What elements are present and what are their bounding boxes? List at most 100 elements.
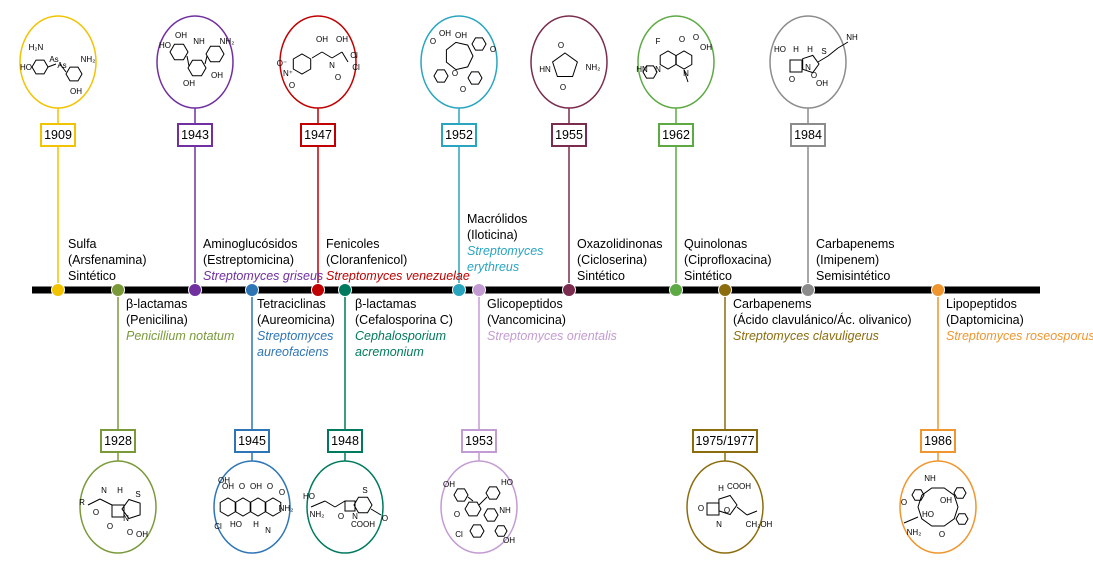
event-text-line: (Estreptomicina) (203, 253, 294, 267)
event-text-line: Quinolonas (684, 237, 748, 251)
atom-label: OH (183, 79, 195, 88)
ring-bond (642, 65, 658, 79)
event-organism-line: Streptomyces (467, 244, 544, 258)
atom-label: H₂N (29, 43, 44, 52)
bond (341, 51, 349, 63)
event-organism-line: Cephalosporium (355, 329, 447, 343)
year-box-e1948: 1948 (327, 429, 363, 453)
event-text-line: Aminoglucósidos (203, 237, 298, 251)
timeline-dot-e1953 (472, 283, 486, 297)
ring-bond (433, 69, 449, 83)
event-text-line: (Iloticina) (467, 228, 518, 242)
event-organism-line: Streptomyces roseosporus (946, 329, 1093, 343)
ring-bond (802, 54, 820, 74)
atom-label: O (679, 35, 685, 44)
event-text-line: β-lactamas (126, 297, 188, 311)
atom-label: O (452, 69, 458, 78)
ring-bond (169, 43, 189, 61)
ring-bond (469, 524, 485, 538)
event-text-line: Tetraciclinas (257, 297, 326, 311)
atom-label: S (135, 490, 140, 499)
event-label-e1909: Sulfa(Arsfenamina)Sintético (68, 236, 147, 284)
event-label-e1962: Quinolonas(Ciprofloxacina)Sintético (684, 236, 772, 284)
event-organism-line: Streptomyces (257, 329, 334, 343)
bond (59, 63, 67, 73)
atom-label: O (490, 45, 496, 54)
event-text-line: Sintético (684, 269, 732, 283)
ring-bond (445, 41, 474, 71)
atom-label: H (793, 45, 799, 54)
event-text-line: β-lactamas (355, 297, 417, 311)
atom-label: NH₂ (310, 510, 325, 519)
bond (204, 55, 208, 65)
ring-bond (494, 525, 508, 537)
atom-label: NH (193, 37, 205, 46)
event-organism-line: acremonium (355, 345, 424, 359)
bond (324, 500, 336, 508)
year-box-e1947: 1947 (300, 123, 336, 147)
atom-label: OH (700, 43, 712, 52)
timeline-dot-e1943 (188, 283, 202, 297)
atom-label: OH (503, 536, 515, 545)
ring-bond (675, 50, 693, 70)
atom-label: O (693, 33, 699, 42)
atom-label: O (335, 73, 341, 82)
ring-bond (453, 488, 469, 502)
ring-bond (955, 513, 969, 525)
timeline-dot-e1909 (51, 283, 65, 297)
year-box-e1952: 1952 (441, 123, 477, 147)
bond (321, 51, 333, 59)
event-label-e1955: Oxazolidinonas(Cicloserina)Sintético (577, 236, 662, 284)
molecule-frame-e1984 (769, 15, 847, 109)
year-box-e1909: 1909 (40, 123, 76, 147)
atom-label: OH (443, 480, 455, 489)
atom-label: OH (816, 79, 828, 88)
timeline-dot-e1962 (669, 283, 683, 297)
bond (186, 55, 190, 67)
atom-label: O (382, 514, 388, 523)
atom-label: NH₂ (586, 63, 601, 72)
year-box-e1955: 1955 (551, 123, 587, 147)
event-text-line: (Penicilina) (126, 313, 188, 327)
bond (817, 55, 829, 63)
atom-label: OH (439, 29, 451, 38)
molecule-frame-e1952 (420, 15, 498, 109)
atom-label: Cl (214, 522, 222, 531)
event-label-e1948: β-lactamas(Cefalosporina C)Cephalosporiu… (355, 296, 453, 360)
timeline-dot-e1945 (245, 283, 259, 297)
atom-label: N (655, 65, 661, 74)
atom-label: F (656, 37, 661, 46)
molecule-frame-e1975 (686, 460, 764, 554)
atom-label: NH₂ (81, 55, 96, 64)
atom-label: O (901, 498, 907, 507)
atom-label: Cl (455, 530, 463, 539)
atom-label: O (289, 81, 295, 90)
atom-label: OH (218, 476, 230, 485)
atom-label: S (362, 486, 367, 495)
atom-label: OH (222, 482, 234, 491)
atom-label: O (454, 510, 460, 519)
atom-label: COOH (351, 520, 375, 529)
bond (736, 506, 748, 516)
event-text-line: Semisintético (816, 269, 891, 283)
atom-label: O (239, 482, 245, 491)
event-text-line: (Aureomicina) (257, 313, 335, 327)
atom-label: N (683, 69, 689, 78)
bond (334, 500, 346, 508)
timeline-dot-e1948 (338, 283, 352, 297)
event-text-line: (Vancomicina) (487, 313, 566, 327)
atom-label: O (267, 482, 273, 491)
event-text-line: (Ácido clavulánico/Ác. olivanico) (733, 313, 912, 327)
atom-label: N (123, 514, 129, 523)
atom-label: O (939, 530, 945, 539)
bond (837, 41, 849, 49)
atom-label: HO (501, 478, 513, 487)
ring-bond (706, 502, 720, 516)
